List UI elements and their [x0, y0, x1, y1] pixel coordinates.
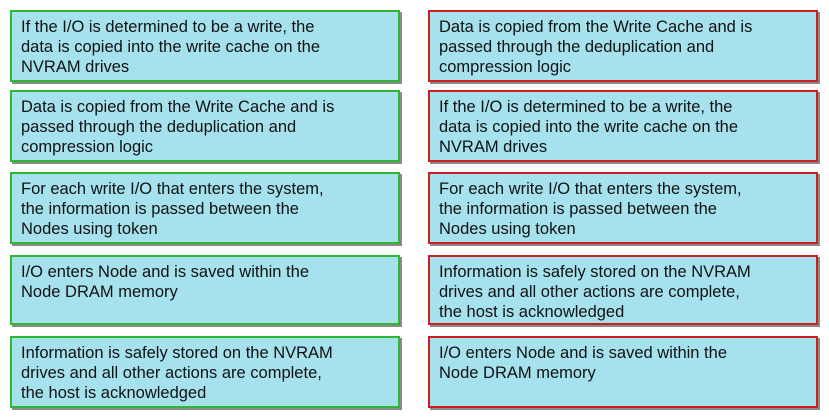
- right-step-4-text: Information is safely stored on the NVRA…: [439, 263, 751, 321]
- right-step-5[interactable]: I/O enters Node and is saved within the …: [428, 336, 818, 408]
- left-step-4-text: I/O enters Node and is saved within the …: [21, 263, 309, 301]
- right-step-3-text: For each write I/O that enters the syste…: [439, 180, 742, 238]
- right-step-2-text: If the I/O is determined to be a write, …: [439, 98, 739, 156]
- left-step-5[interactable]: Information is safely stored on the NVRA…: [10, 336, 400, 408]
- left-step-3[interactable]: For each write I/O that enters the syste…: [10, 172, 400, 244]
- left-step-1-text: If the I/O is determined to be a write, …: [21, 18, 321, 76]
- left-step-5-text: Information is safely stored on the NVRA…: [21, 344, 333, 402]
- left-step-4[interactable]: I/O enters Node and is saved within the …: [10, 255, 400, 325]
- right-step-2[interactable]: If the I/O is determined to be a write, …: [428, 90, 818, 162]
- right-step-1[interactable]: Data is copied from the Write Cache and …: [428, 10, 818, 82]
- right-step-5-text: I/O enters Node and is saved within the …: [439, 344, 727, 382]
- right-step-4[interactable]: Information is safely stored on the NVRA…: [428, 255, 818, 325]
- left-step-3-text: For each write I/O that enters the syste…: [21, 180, 324, 238]
- right-step-1-text: Data is copied from the Write Cache and …: [439, 18, 753, 76]
- left-step-1[interactable]: If the I/O is determined to be a write, …: [10, 10, 400, 82]
- left-step-2[interactable]: Data is copied from the Write Cache and …: [10, 90, 400, 162]
- right-step-3[interactable]: For each write I/O that enters the syste…: [428, 172, 818, 244]
- left-step-2-text: Data is copied from the Write Cache and …: [21, 98, 335, 156]
